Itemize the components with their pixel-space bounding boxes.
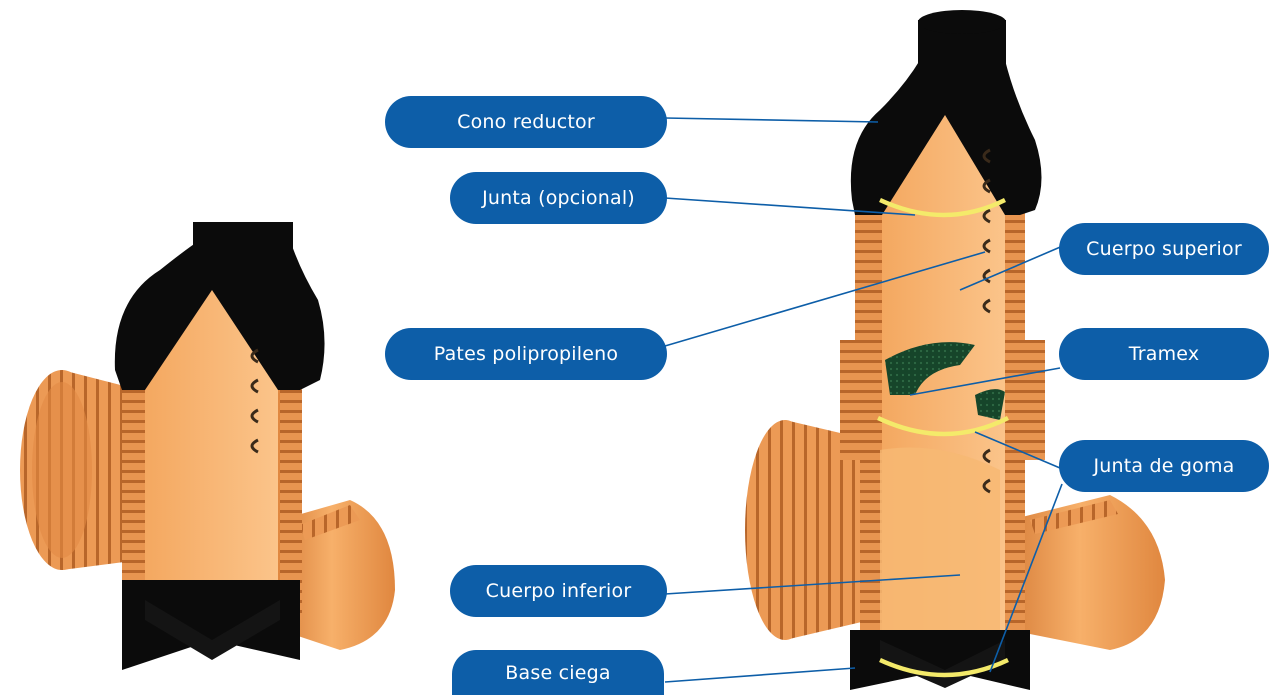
small-manhole-illustration bbox=[20, 222, 395, 670]
label-cuerpo-inferior: Cuerpo inferior bbox=[450, 565, 667, 617]
label-base-ciega: Base ciega bbox=[452, 650, 664, 695]
label-junta-opcional: Junta (opcional) bbox=[450, 172, 667, 224]
label-cuerpo-superior: Cuerpo superior bbox=[1059, 223, 1269, 275]
label-junta-de-goma: Junta de goma bbox=[1059, 440, 1269, 492]
label-cono-reductor: Cono reductor bbox=[385, 96, 667, 148]
label-pates-polipropileno: Pates polipropileno bbox=[385, 328, 667, 380]
label-tramex: Tramex bbox=[1059, 328, 1269, 380]
